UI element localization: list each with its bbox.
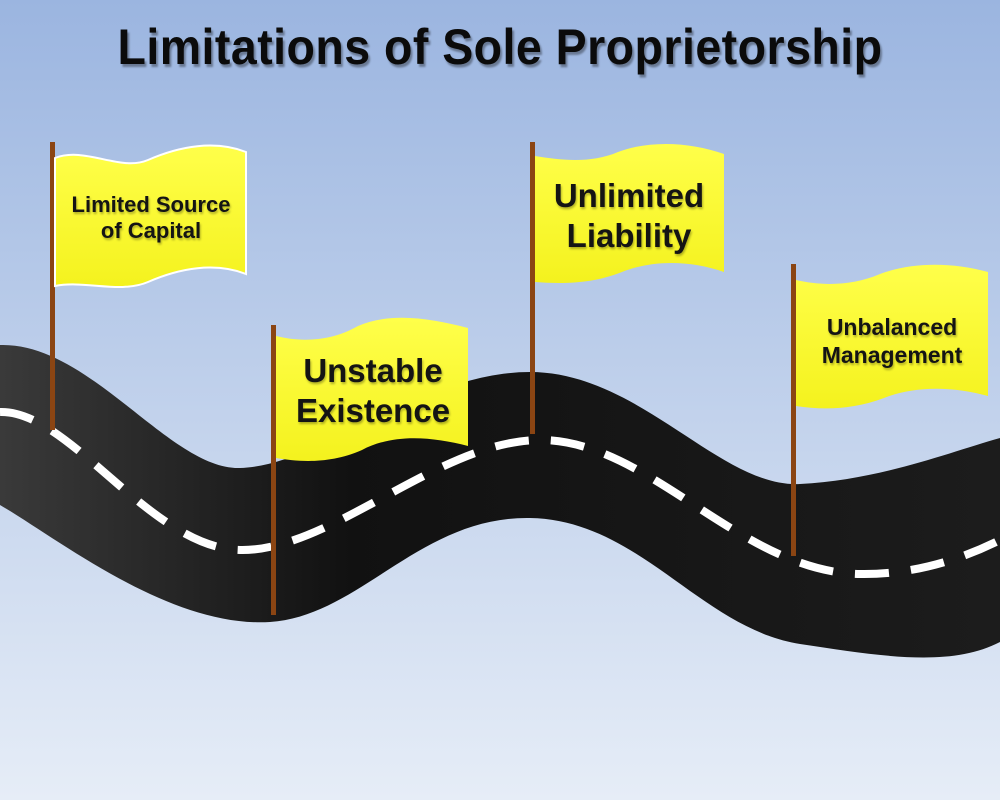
flag-pole (271, 325, 276, 615)
road (0, 344, 1000, 658)
flag-banner (796, 264, 988, 409)
flag-pole (50, 142, 55, 430)
flag-label-unstable-existence: Unstable Existence (295, 352, 451, 429)
flag-pole (530, 142, 535, 434)
flag-banner (54, 144, 247, 289)
flag-label-limited-capital: Limited Source of Capital (71, 191, 231, 243)
flag-unstable-existence (271, 317, 468, 615)
road-center-line (0, 407, 1000, 579)
flag-unbalanced-management (791, 264, 988, 556)
flag-label-unlimited-liability: Unlimited Liability (553, 177, 705, 254)
flag-label-unbalanced-management: Unbalanced Management (821, 314, 963, 368)
flag-pole (791, 264, 796, 556)
flag-limited-capital (50, 142, 247, 430)
flag-banner (535, 143, 724, 283)
flag-unlimited-liability (530, 142, 724, 434)
page-title: Limitations of Sole Proprietorship (117, 19, 883, 75)
flag-banner (276, 317, 468, 461)
